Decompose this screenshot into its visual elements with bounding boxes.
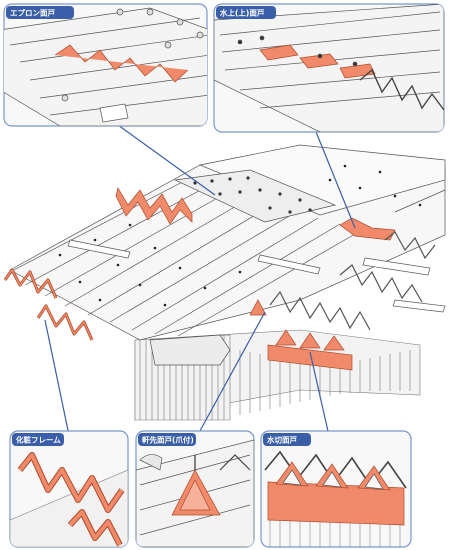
gutter	[149, 334, 231, 366]
callout-water-cut: 水切面戸	[260, 430, 412, 548]
label-water-cut: 水切面戸	[267, 435, 297, 445]
callout-apron: エプロン面戸	[3, 3, 208, 127]
fastener-dots	[58, 164, 422, 307]
main-orange-closures	[115, 187, 396, 371]
roof-panels	[9, 144, 446, 341]
ridge-corrugation	[269, 231, 436, 331]
main-roof-assembly	[3, 144, 446, 421]
main-fascia-frame-fill	[4, 269, 93, 341]
label-fascia-frame: 化粧フレーム	[16, 435, 61, 445]
rails	[67, 239, 446, 313]
label-ridge-top: 水上(上)面戸	[220, 8, 265, 18]
callout-fascia-frame: 化粧フレーム	[9, 430, 129, 548]
label-apron: エプロン面戸	[10, 8, 55, 18]
ridge-plate	[173, 169, 337, 223]
callout-eave-closure: 軒先面戸(爪付)	[135, 430, 255, 548]
label-eave-closure: 軒先面戸(爪付)	[142, 435, 194, 445]
callout-ridge-top: 水上(上)面戸	[213, 3, 445, 133]
